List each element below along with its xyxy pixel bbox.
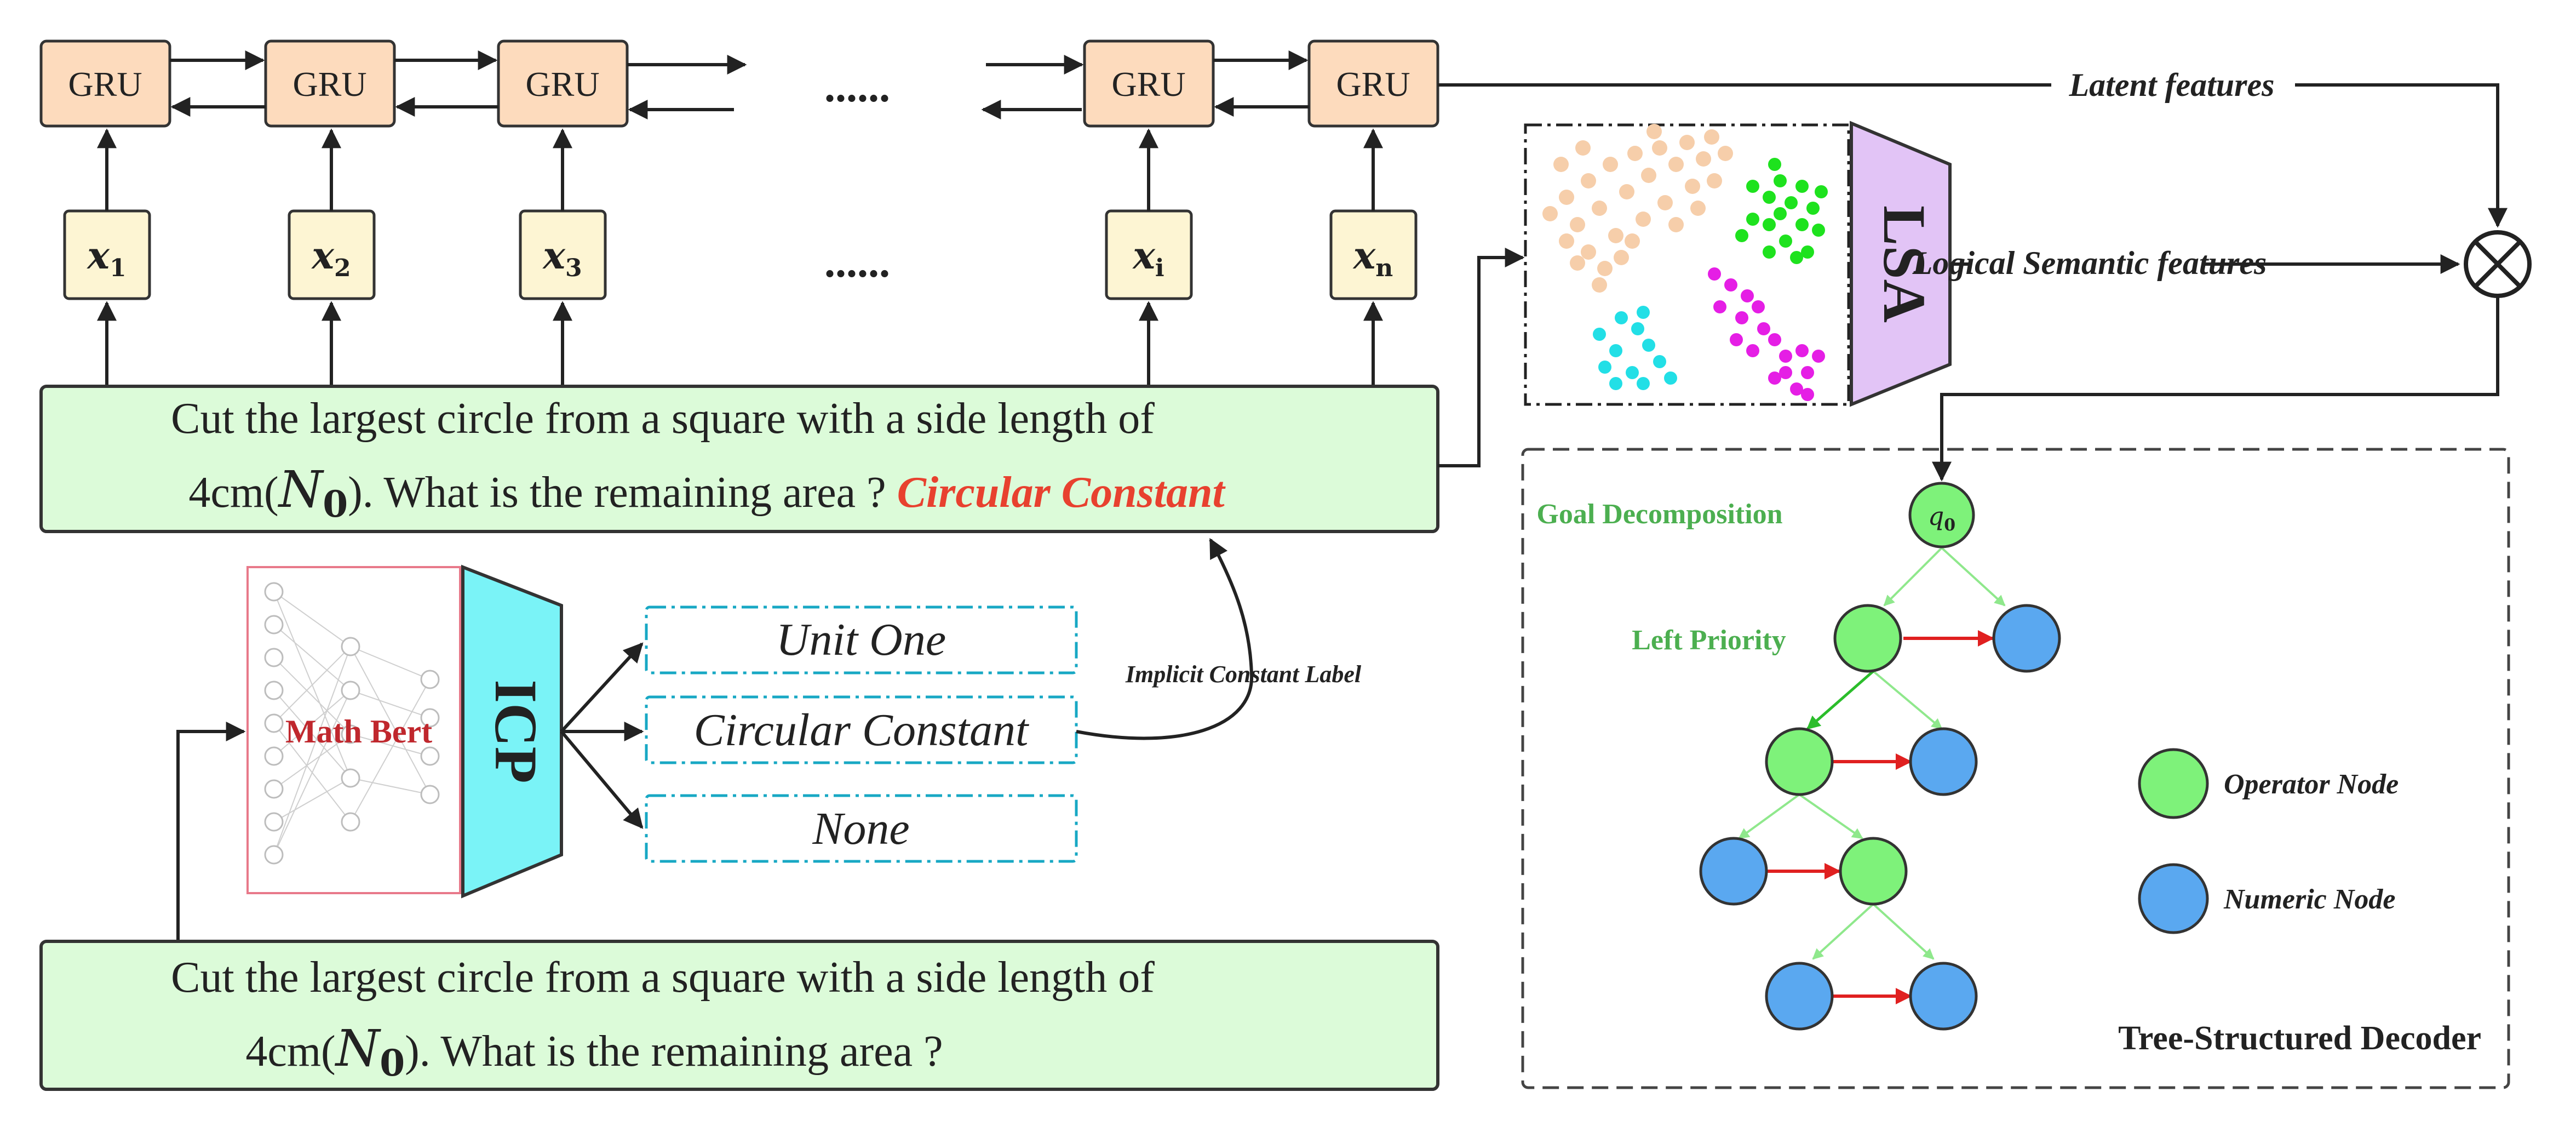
icp-option-label: Circular Constant — [694, 705, 1030, 756]
numeric-node — [1909, 727, 1978, 796]
legend-operator-label: Operator Node — [2224, 769, 2399, 800]
implicit-constant-label: Implicit Constant Label — [1125, 661, 1362, 688]
root-symbol: q — [1928, 501, 1944, 531]
gru-cell-n: GRU — [1307, 39, 1439, 128]
left-priority-label: Left Priority — [1632, 625, 1786, 656]
numeric-node — [1909, 962, 1978, 1031]
token-sub: 2 — [334, 254, 351, 282]
gru-encoder: GRU GRU GRU GRU GRU — [39, 39, 1439, 386]
sibling-arrows — [1766, 630, 1994, 1004]
question-to-bert-connector — [176, 722, 246, 940]
legend-operator: Operator Node — [2138, 748, 2399, 819]
tree-decoder: Goal Decomposition Left Priority q0 — [1521, 448, 2510, 1089]
magenta-cluster — [1708, 267, 1825, 401]
left-priority-edge — [1806, 670, 1874, 730]
implicit-constant-highlight: Circular Constant — [897, 468, 1226, 517]
operator-node — [1839, 837, 1908, 906]
icp-option-unit-one: Unit One — [645, 605, 1078, 675]
token-sub: n — [1375, 254, 1393, 282]
icp-option-label: Unit One — [776, 614, 946, 665]
bottom-question-line2: 4cm(N0). What is the remaining area ? — [245, 1019, 943, 1084]
operator-node — [1765, 727, 1834, 796]
token-base: x — [1352, 234, 1376, 278]
lsa-label: LSA — [1871, 205, 1938, 323]
neural-net-illustration — [264, 582, 440, 865]
gru-cell-i: GRU — [1083, 39, 1215, 128]
tree-edges — [1738, 547, 2006, 960]
svg-text:x2: x2 — [311, 234, 351, 282]
operator-node — [1833, 604, 1902, 673]
math-bert-block: Math Bert — [246, 566, 461, 894]
numeric-node — [1699, 837, 1768, 906]
gru-label: GRU — [292, 65, 366, 104]
top-question-line1: Cut the largest circle from a square wit… — [171, 395, 1155, 443]
svg-text:x1: x1 — [86, 234, 126, 282]
input-token-3: x3 — [519, 209, 607, 300]
icp-option-circular-constant: Circular Constant — [645, 695, 1078, 764]
input-ellipsis: ...... — [824, 238, 890, 287]
math-bert-label: Math Bert — [285, 713, 432, 750]
input-arrows — [97, 128, 1383, 386]
icp-block: ICP — [461, 564, 563, 899]
decoder-title: Tree-Structured Decoder — [2118, 1020, 2481, 1057]
cyan-cluster — [1593, 306, 1677, 390]
svg-text:xn: xn — [1352, 234, 1393, 282]
goal-decomposition-label: Goal Decomposition — [1536, 499, 1782, 530]
fusion-to-decoder-arrow — [1932, 296, 2499, 482]
gru-cell-2: GRU — [264, 39, 396, 128]
gru-label: GRU — [1336, 65, 1410, 104]
peach-cluster — [1542, 124, 1733, 293]
svg-text:xi: xi — [1132, 234, 1164, 282]
numeric-node — [1765, 962, 1834, 1031]
token-base: x — [86, 234, 110, 278]
gru-cell-3: GRU — [497, 39, 629, 128]
gru-cell-1: GRU — [39, 39, 171, 128]
root-sub: 0 — [1944, 516, 1955, 535]
token-base: x — [311, 234, 335, 278]
svg-text:q0: q0 — [1928, 501, 1955, 535]
token-sub: i — [1155, 254, 1164, 282]
cluster-box — [1524, 123, 1850, 406]
latent-features-arrow — [2295, 83, 2508, 228]
green-cluster — [1735, 158, 1828, 264]
implicit-label-arrow — [1076, 538, 1254, 740]
input-token-1: x1 — [63, 209, 151, 300]
top-question-line2: 4cm(N0). What is the remaining area ? Ci… — [188, 460, 1226, 525]
input-token-i: xi — [1105, 209, 1193, 300]
lsa-block: LSA — [1850, 121, 1952, 407]
icp-option-label: None — [812, 803, 909, 854]
input-token-n: xn — [1329, 209, 1418, 300]
gru-label: GRU — [525, 65, 599, 104]
root-node: q0 — [1908, 482, 1975, 548]
icp-branch-arrows — [560, 642, 644, 829]
legend-numeric: Numeric Node — [2138, 863, 2395, 934]
svg-text:x3: x3 — [542, 234, 582, 282]
top-question-box: Cut the largest circle from a square wit… — [39, 385, 1439, 533]
token-base: x — [542, 234, 566, 278]
token-sub: 1 — [110, 254, 127, 282]
numeric-node — [1992, 604, 2061, 673]
token-sub: 3 — [565, 254, 582, 282]
icp-option-none: None — [645, 794, 1078, 863]
legend-numeric-label: Numeric Node — [2223, 884, 2395, 915]
bottom-question-line1: Cut the largest circle from a square wit… — [171, 953, 1155, 1002]
question-to-lsa-connector — [1438, 248, 1525, 467]
gru-label: GRU — [68, 65, 142, 104]
input-token-2: x2 — [288, 209, 376, 300]
token-base: x — [1132, 234, 1156, 278]
latent-features-label: Latent features — [2069, 67, 2275, 103]
icp-label: ICP — [483, 679, 549, 783]
bottom-question-box: Cut the largest circle from a square wit… — [39, 940, 1439, 1091]
multiply-operator — [2464, 230, 2532, 298]
gru-ellipsis: ...... — [824, 63, 890, 111]
gru-recurrent-arrows — [170, 50, 1309, 119]
gru-label: GRU — [1111, 65, 1185, 104]
